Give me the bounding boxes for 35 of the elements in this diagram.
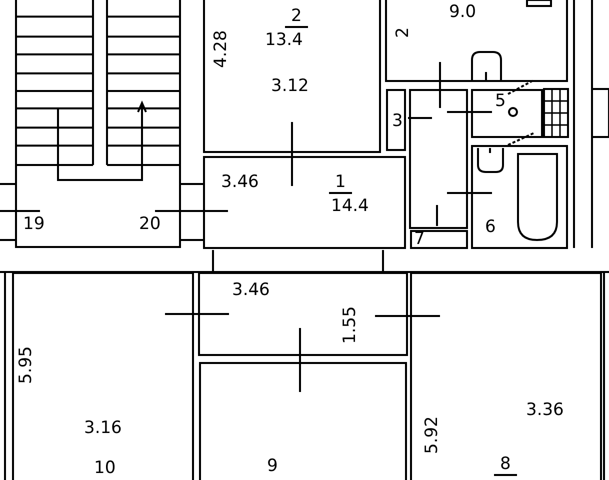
room-outline: [203, 0, 381, 153]
room-outline: [471, 89, 543, 138]
room-number: 13.4: [265, 30, 303, 50]
room-outline: [15, 0, 181, 248]
room-number: 3.36: [526, 400, 564, 420]
room-number: 3.16: [84, 418, 122, 438]
room-outline: [198, 272, 408, 356]
room-number: 14.4: [331, 196, 369, 216]
room-outline: [203, 156, 406, 249]
room-number: 3.46: [221, 172, 259, 192]
room-number: 9.0: [449, 2, 476, 22]
room-number: 3: [392, 111, 403, 131]
room-number: 8: [494, 454, 517, 476]
room-number: 1: [329, 172, 352, 194]
room-number: 19: [23, 214, 45, 234]
room-number: 10: [94, 458, 116, 478]
room-number: 20: [139, 214, 161, 234]
room-number: 2: [285, 6, 308, 28]
room-outline: [385, 0, 568, 82]
room-number: 3.46: [232, 280, 270, 300]
dimension-text: 4.28: [211, 30, 231, 68]
room-number: 3.12: [271, 76, 309, 96]
room-outline: [410, 230, 468, 249]
dimension-text: 2: [393, 27, 413, 38]
dimension-text: 5.92: [422, 416, 442, 454]
room-number: 9: [267, 456, 278, 476]
dimension-text: 1.55: [340, 306, 360, 344]
room-number: 6: [485, 217, 496, 237]
room-outline: [471, 145, 568, 249]
room-outline: [410, 272, 602, 480]
room-outline: [386, 89, 406, 151]
room-outline: [12, 272, 194, 480]
dimension-text: 5.95: [16, 346, 36, 384]
room-number: 5: [495, 91, 506, 111]
room-outline: [199, 362, 407, 480]
